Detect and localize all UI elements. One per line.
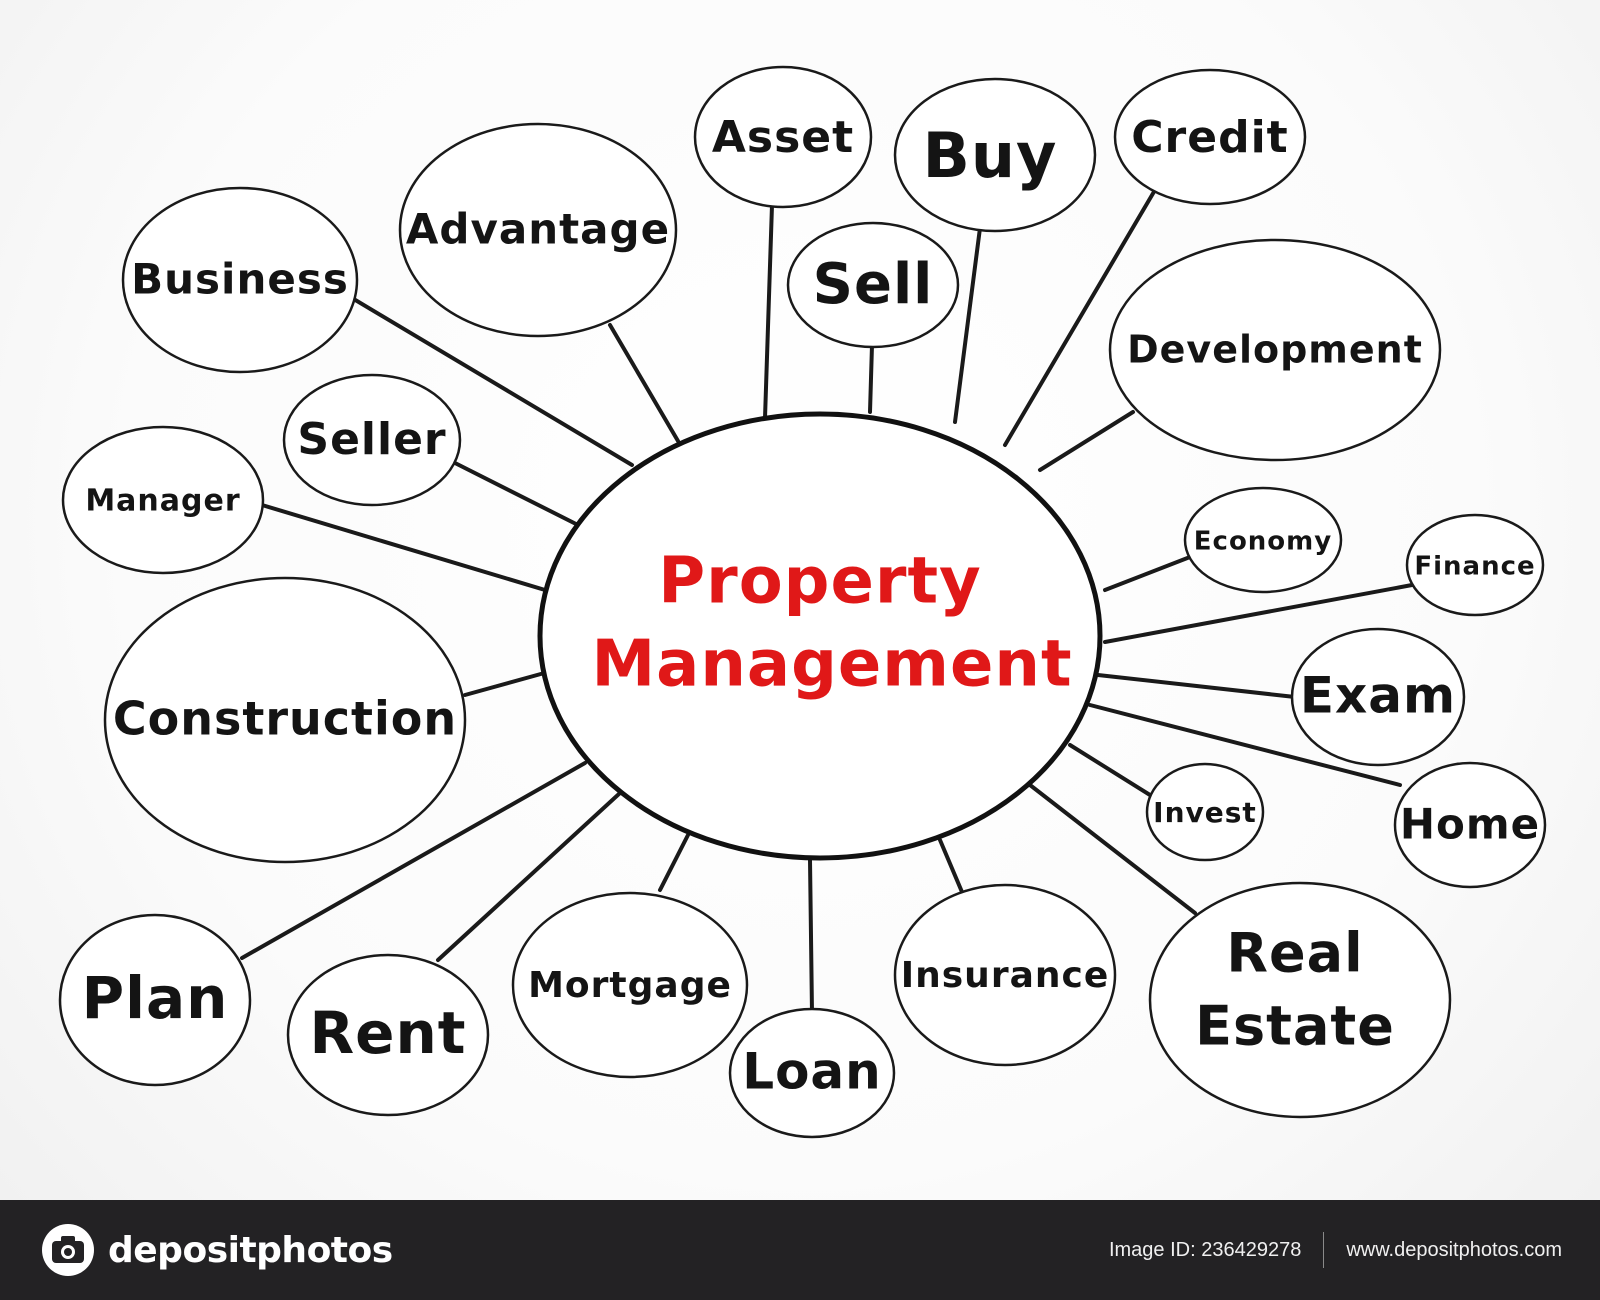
connector-invest <box>1068 743 1152 797</box>
connector-home <box>1088 703 1402 787</box>
node-credit: Credit <box>1113 68 1307 206</box>
node-advantage-label: Advantage <box>406 205 670 254</box>
connector-development <box>1038 410 1135 472</box>
node-plan-outline <box>58 913 252 1087</box>
node-buy-label: Buy <box>923 119 1058 192</box>
node-sell-label: Sell <box>813 252 934 317</box>
connector-finance <box>1103 583 1414 644</box>
connector-advantage <box>608 323 680 443</box>
node-real-estate-label-line1: Real <box>1226 922 1363 985</box>
footer-divider <box>1323 1232 1325 1268</box>
node-business-outline <box>121 186 359 374</box>
node-finance-label: Finance <box>1414 552 1535 582</box>
connector-economy <box>1103 555 1192 592</box>
node-insurance-label: Insurance <box>901 955 1110 996</box>
node-exam-label: Exam <box>1300 667 1456 725</box>
node-real-estate: Real Estate <box>1148 881 1452 1119</box>
node-credit-outline <box>1113 68 1307 206</box>
node-loan-label: Loan <box>742 1043 882 1101</box>
connector-rent <box>436 791 622 962</box>
node-plan-label: Plan <box>82 964 229 1032</box>
node-plan: Plan <box>58 913 252 1087</box>
brand-logo-text: depositphotos <box>108 1229 393 1271</box>
node-economy-label: Economy <box>1194 527 1332 557</box>
connector-credit <box>1003 188 1157 447</box>
node-advantage: Advantage <box>398 122 678 338</box>
node-economy: Economy <box>1183 486 1343 594</box>
node-mortgage: Mortgage <box>511 891 749 1079</box>
connector-exam <box>1096 673 1297 699</box>
node-mortgage-outline <box>511 891 749 1079</box>
image-id-label: Image ID: 236429278 <box>1108 1238 1302 1261</box>
node-business-label: Business <box>131 255 349 304</box>
watermark-footer: depositphotos Image ID: 236429278 www.de… <box>0 1200 1600 1300</box>
node-sell: Sell <box>786 221 960 349</box>
node-economy-outline <box>1183 486 1343 594</box>
connector-insurance <box>938 838 964 894</box>
node-construction: Construction <box>103 576 467 864</box>
connector-construction <box>463 670 550 697</box>
connector-business <box>350 296 634 467</box>
site-url-link[interactable]: www.depositphotos.com <box>1346 1238 1562 1261</box>
connector-buy <box>953 226 982 424</box>
node-buy-outline <box>893 77 1097 233</box>
node-asset: Asset <box>693 65 873 209</box>
node-exam-outline <box>1290 627 1466 767</box>
connector-seller <box>453 461 580 527</box>
node-exam: Exam <box>1290 627 1466 767</box>
connector-plan <box>240 761 587 960</box>
node-finance-outline <box>1405 513 1545 617</box>
center-node: Property Management <box>537 411 1103 861</box>
node-construction-label: Construction <box>113 692 457 746</box>
center-title-line1: Property <box>658 545 982 619</box>
topic-nodes: Business Advantage Asset Sell Buy Credit <box>58 65 1547 1139</box>
node-invest: Invest <box>1145 762 1265 862</box>
node-real-estate-label-line2: Estate <box>1195 995 1395 1058</box>
center-title-line2: Management <box>591 628 1072 702</box>
node-asset-outline <box>693 65 873 209</box>
connector-manager <box>260 503 557 595</box>
node-home: Home <box>1393 761 1547 889</box>
node-buy: Buy <box>893 77 1097 233</box>
connector-mortgage <box>658 833 690 892</box>
node-finance: Finance <box>1405 513 1545 617</box>
node-loan: Loan <box>728 1007 896 1139</box>
node-construction-outline <box>103 576 467 864</box>
node-development-outline <box>1108 238 1442 462</box>
node-asset-label: Asset <box>712 112 854 163</box>
node-manager: Manager <box>61 425 265 575</box>
node-insurance: Insurance <box>893 883 1117 1067</box>
node-development: Development <box>1108 238 1442 462</box>
node-invest-label: Invest <box>1153 796 1257 829</box>
node-loan-outline <box>728 1007 896 1139</box>
node-manager-outline <box>61 425 265 575</box>
node-seller-label: Seller <box>297 414 446 465</box>
connectors <box>240 188 1414 1015</box>
node-rent-outline <box>286 953 490 1117</box>
node-home-label: Home <box>1400 800 1540 849</box>
center-node-outline <box>537 411 1103 861</box>
node-real-estate-outline <box>1148 881 1452 1119</box>
node-mortgage-label: Mortgage <box>528 965 732 1006</box>
connector-real-estate <box>1028 783 1197 915</box>
node-insurance-outline <box>893 883 1117 1067</box>
camera-logo-icon <box>42 1224 94 1276</box>
node-advantage-outline <box>398 122 678 338</box>
mind-map-diagram: Property Management Business Advantage A… <box>58 65 1547 1139</box>
node-home-outline <box>1393 761 1547 889</box>
node-rent-label: Rent <box>309 999 466 1067</box>
node-credit-label: Credit <box>1131 112 1288 163</box>
node-seller-outline <box>282 373 462 507</box>
connector-sell <box>868 343 874 414</box>
node-sell-outline <box>786 221 960 349</box>
node-rent: Rent <box>286 953 490 1117</box>
node-seller: Seller <box>282 373 462 507</box>
connector-loan <box>808 858 814 1015</box>
node-development-label: Development <box>1127 328 1423 372</box>
node-invest-outline <box>1145 762 1265 862</box>
connector-asset <box>763 203 774 420</box>
node-manager-label: Manager <box>85 484 240 519</box>
node-business: Business <box>121 186 359 374</box>
